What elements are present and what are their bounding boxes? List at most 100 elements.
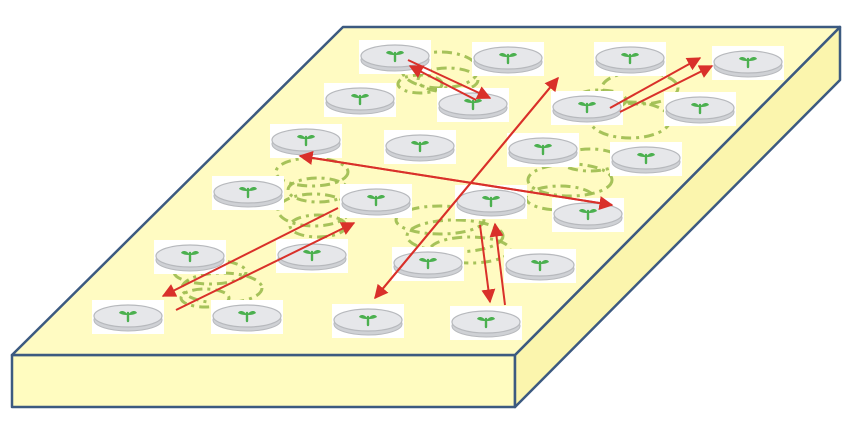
seedling-leaf-left bbox=[181, 250, 190, 255]
petri-dish-icon bbox=[712, 46, 784, 80]
seedling-icon bbox=[534, 143, 552, 156]
seedling-leaf-left bbox=[411, 140, 420, 145]
seedling-leaf-left bbox=[119, 310, 128, 315]
seedling-icon bbox=[482, 195, 500, 208]
petri-dish-icon bbox=[437, 88, 509, 122]
seedling-leaf-left bbox=[386, 50, 395, 55]
seedling-leaf-right bbox=[587, 101, 596, 106]
connection-ring bbox=[416, 66, 480, 94]
seedling-leaf-left bbox=[637, 152, 646, 157]
seedling-leaf-right bbox=[420, 140, 429, 145]
seedling-icon bbox=[739, 56, 757, 69]
seedling-icon bbox=[119, 310, 137, 323]
seedling-leaf-left bbox=[303, 249, 312, 254]
seedling-leaf-right bbox=[306, 134, 315, 139]
seedling-leaf-right bbox=[128, 310, 137, 315]
seedling-leaf-left bbox=[464, 98, 473, 103]
seedling-leaf-left bbox=[691, 102, 700, 107]
seedling-icon bbox=[499, 52, 517, 65]
arrow-layer bbox=[161, 57, 714, 311]
seedling-icon bbox=[531, 259, 549, 272]
connection-ring bbox=[179, 287, 231, 309]
seedling-leaf-left bbox=[477, 316, 486, 321]
dispersal-arrow bbox=[298, 151, 613, 206]
dispersal-arrow bbox=[161, 207, 339, 297]
petri-dish-icon bbox=[450, 306, 522, 340]
petri-dish-icon bbox=[270, 124, 342, 158]
seedling-leaf-left bbox=[351, 93, 360, 98]
seedling-leaf-left bbox=[578, 101, 587, 106]
seedling-leaf-left bbox=[534, 143, 543, 148]
seedling-icon bbox=[297, 134, 315, 147]
tray-front-face bbox=[10, 353, 517, 409]
seedling-leaf-left bbox=[621, 52, 630, 57]
seedling-leaf-right bbox=[312, 249, 321, 254]
seedling-leaf-left bbox=[419, 257, 428, 262]
seedling-leaf-right bbox=[700, 102, 709, 107]
seedling-leaf-left bbox=[367, 194, 376, 199]
seedling-leaf-right bbox=[360, 93, 369, 98]
seedling-leaf-right bbox=[630, 52, 639, 57]
dispersal-arrow bbox=[175, 222, 356, 311]
petri-dish-icon bbox=[594, 42, 666, 76]
petri-dish-icon bbox=[211, 300, 283, 334]
seedling-leaf-left bbox=[531, 259, 540, 264]
petri-dish-icon bbox=[324, 83, 396, 117]
seedling-leaf-left bbox=[739, 56, 748, 61]
seedling-leaf-right bbox=[540, 259, 549, 264]
seedling-icon bbox=[637, 152, 655, 165]
connection-ring bbox=[180, 271, 264, 305]
tray-slab bbox=[10, 25, 842, 409]
seedling-icon bbox=[579, 208, 597, 221]
petri-dish-icon bbox=[551, 91, 623, 125]
seedling-leaf-right bbox=[473, 98, 482, 103]
petri-dish-icon bbox=[664, 92, 736, 126]
seedling-icon bbox=[238, 310, 256, 323]
seedling-leaf-right bbox=[543, 143, 552, 148]
seedling-leaf-right bbox=[508, 52, 517, 57]
dispersal-arrow bbox=[374, 77, 559, 300]
seedling-icon bbox=[239, 186, 257, 199]
seedling-leaf-right bbox=[248, 186, 257, 191]
connection-ring bbox=[394, 204, 486, 236]
dispersal-arrow bbox=[619, 65, 714, 113]
petri-dish-icon bbox=[212, 176, 284, 210]
seedling-leaf-left bbox=[239, 186, 248, 191]
dispersal-arrow bbox=[479, 224, 496, 304]
petri-dish-icon bbox=[472, 42, 544, 76]
seedling-icon bbox=[367, 194, 385, 207]
seedling-icon bbox=[691, 102, 709, 115]
seedling-icon bbox=[351, 93, 369, 106]
seedling-leaf-right bbox=[376, 194, 385, 199]
seedling-leaf-right bbox=[646, 152, 655, 157]
seedling-leaf-right bbox=[491, 195, 500, 200]
seedling-leaf-right bbox=[588, 208, 597, 213]
dispersal-arrow bbox=[609, 57, 702, 109]
petri-dish-icon bbox=[552, 198, 624, 232]
seedling-leaf-right bbox=[395, 50, 404, 55]
petri-dish-icon bbox=[154, 240, 226, 274]
seedling-leaf-right bbox=[190, 250, 199, 255]
petri-dish-icon bbox=[384, 130, 456, 164]
seedling-icon bbox=[477, 316, 495, 329]
seedling-leaf-right bbox=[247, 310, 256, 315]
seedling-icon bbox=[303, 249, 321, 262]
seedling-icon bbox=[621, 52, 639, 65]
seedling-leaf-right bbox=[428, 257, 437, 262]
seedling-icon bbox=[411, 140, 429, 153]
petri-dish-icon bbox=[610, 142, 682, 176]
seedling-icon bbox=[181, 250, 199, 263]
seedling-icon bbox=[578, 101, 596, 114]
seedling-leaf-left bbox=[482, 195, 491, 200]
dispersal-arrow bbox=[489, 222, 506, 306]
seedling-leaf-left bbox=[499, 52, 508, 57]
petri-dish-icon bbox=[359, 40, 431, 74]
seedling-leaf-right bbox=[368, 314, 377, 319]
petri-dish-icon bbox=[507, 133, 579, 167]
seedling-icon bbox=[359, 314, 377, 327]
seedling-icon bbox=[386, 50, 404, 63]
seedling-icon bbox=[419, 257, 437, 270]
seedling-leaf-right bbox=[486, 316, 495, 321]
